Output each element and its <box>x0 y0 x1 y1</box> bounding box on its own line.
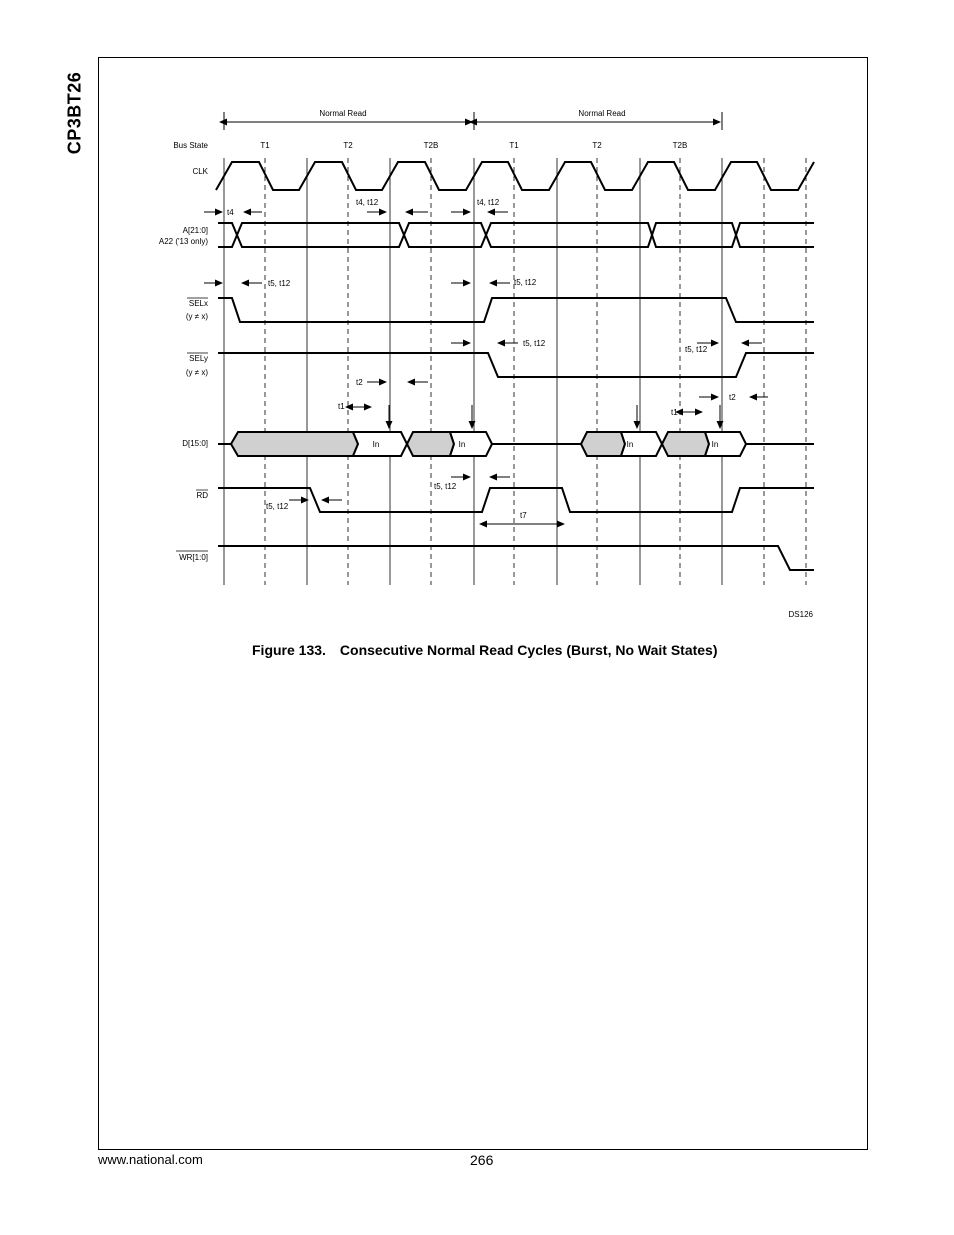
signal-addr-label-1: A[21:0] <box>183 226 208 235</box>
bus-state-t1-b: T1 <box>509 141 519 150</box>
selx-waveform <box>218 297 814 323</box>
page-frame <box>98 57 868 1150</box>
t7-label: t7 <box>520 511 527 520</box>
figure-caption: Figure 133. Consecutive Normal Read Cycle… <box>252 642 718 658</box>
phase-markers <box>219 112 723 130</box>
bus-state-t1-a: T1 <box>260 141 270 150</box>
data-in-label-4: In <box>712 440 719 449</box>
figure-title: Consecutive Normal Read Cycles (Burst, N… <box>339 642 718 658</box>
t5-t12-label-3: t5, t12 <box>523 339 546 348</box>
phase-1-label: Normal Read <box>319 109 366 118</box>
page-number: 266 <box>470 1152 494 1168</box>
bus-state-label: Bus State <box>173 141 208 150</box>
data-in-label-3: In <box>627 440 634 449</box>
t4-t12-label-1: t4, t12 <box>356 198 379 207</box>
t5-t12-label-2: t5, t12 <box>514 278 537 287</box>
signal-wr-label: WR[1:0] <box>179 553 208 562</box>
footer-url[interactable]: www.national.com <box>98 1152 203 1167</box>
timing-arrows <box>204 208 768 528</box>
bus-state-t2-b: T2 <box>592 141 602 150</box>
signal-sely-cond: (y ≠ x) <box>186 368 209 377</box>
bus-state-t2b-b: T2B <box>673 141 688 150</box>
diagram-id: DS126 <box>789 610 814 619</box>
signal-selx-label: SELx <box>189 299 208 308</box>
timing-labels: t4 t4, t12 t4, t12 t5, t12 t5, t12 t5, t… <box>227 198 736 520</box>
grid-lines <box>223 158 807 585</box>
t5-t12-label-5: t5, t12 <box>434 482 457 491</box>
data-in-label-1: In <box>373 440 380 449</box>
wr-waveform <box>218 545 814 571</box>
signal-clk-label: CLK <box>192 167 208 176</box>
figure-number: Figure 133. <box>252 642 326 658</box>
signal-sely-label: SELy <box>189 354 208 363</box>
t4-label-1: t4 <box>227 208 234 217</box>
signal-data-label: D[15:0] <box>182 439 208 448</box>
t1-label-2: t1 <box>671 408 678 417</box>
signal-addr-label-2: A22 ('13 only) <box>159 237 208 246</box>
signal-rd-label: RD <box>196 491 208 500</box>
clk-waveform <box>215 161 815 191</box>
t1-label-1: t1 <box>338 402 345 411</box>
bus-state-t2-a: T2 <box>343 141 353 150</box>
signal-selx-cond: (y ≠ x) <box>186 312 209 321</box>
phase-2-label: Normal Read <box>578 109 625 118</box>
t2-label-1: t2 <box>356 378 363 387</box>
data-in-label-2: In <box>459 440 466 449</box>
addr-waveform <box>218 222 814 248</box>
t4-t12-label-2: t4, t12 <box>477 198 500 207</box>
t5-t12-label-4: t5, t12 <box>685 345 708 354</box>
t5-t12-label-1: t5, t12 <box>268 279 291 288</box>
rd-waveform <box>218 487 814 513</box>
sely-waveform <box>218 352 814 378</box>
t2-label-2: t2 <box>729 393 736 402</box>
bus-state-t2b-a: T2B <box>424 141 439 150</box>
data-waveform <box>218 431 814 457</box>
t5-t12-label-6: t5, t12 <box>266 502 289 511</box>
